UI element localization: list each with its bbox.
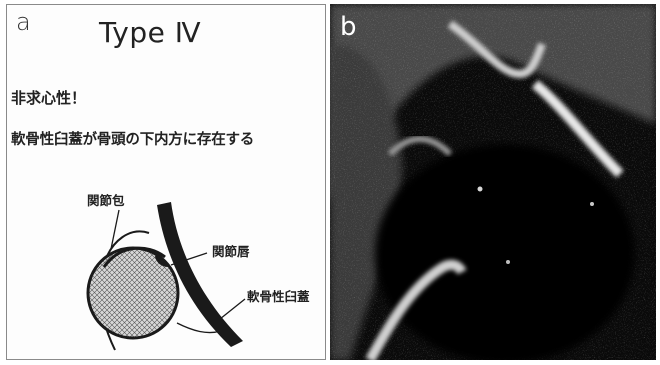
us-echo-dot (590, 202, 594, 206)
panel-letter-b: b (340, 14, 357, 40)
us-echo-dot (506, 260, 510, 264)
panel-b-ultrasound: b (330, 4, 656, 360)
panel-a-schematic: a Type Ⅳ 非求心性！ 軟骨性臼蓋が骨頭の下内方に存在する (6, 4, 326, 360)
hip-schematic (7, 5, 327, 361)
label-cartilage-roof: 軟骨性臼蓋 (247, 291, 310, 304)
label-joint-capsule: 関節包 (87, 195, 125, 208)
us-echo-dot (478, 187, 483, 192)
ultrasound-image (330, 4, 656, 360)
leader-cartilage (215, 299, 245, 323)
us-femoral-head-dark (375, 144, 635, 360)
label-labrum: 関節唇 (212, 246, 250, 259)
